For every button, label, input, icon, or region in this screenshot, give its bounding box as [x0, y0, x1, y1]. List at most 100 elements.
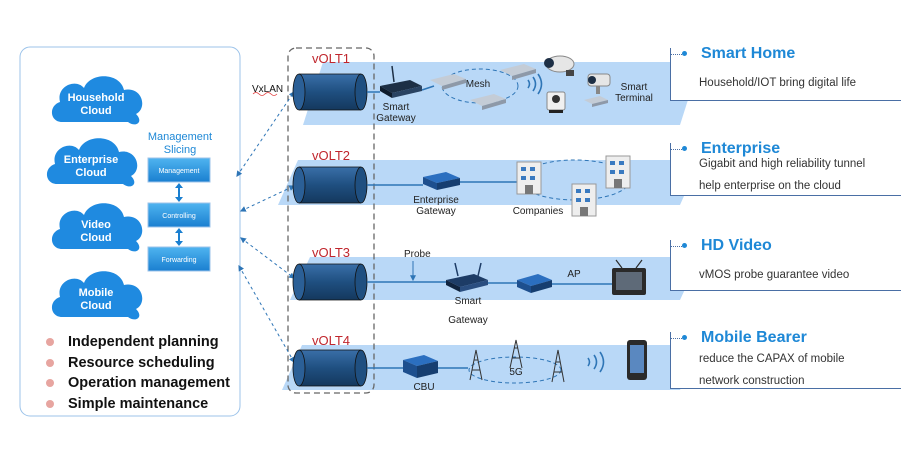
svg-text:AP: AP	[567, 269, 581, 280]
camera-icon	[544, 55, 575, 76]
mesh-node-icon	[430, 74, 466, 90]
device-icon	[584, 96, 608, 107]
svg-text:Controlling: Controlling	[162, 213, 196, 220]
svg-text:Terminal: Terminal	[615, 93, 653, 104]
volt-cylinder-icon	[292, 349, 368, 387]
cloud-label: Video	[81, 219, 111, 231]
vxlan-label: VxLAN	[252, 84, 283, 95]
volt-label: vOLT1	[312, 51, 350, 66]
cloud-icon	[51, 271, 143, 320]
bullet-icon	[46, 399, 54, 408]
bullet-icon	[46, 338, 54, 346]
cloud-label: Cloud	[80, 300, 111, 312]
svg-text:CBU: CBU	[413, 382, 434, 393]
panel-mobile-bearer: Mobile Bearer reduce the CAPAX of mobile…	[670, 329, 901, 389]
svg-text:5G: 5G	[509, 367, 523, 378]
svg-text:Companies: Companies	[513, 206, 564, 217]
svg-text:Enterprise: Enterprise	[413, 195, 459, 206]
lane1-devices: Smart Gateway Mesh Smart	[367, 55, 653, 124]
slicing-layer-management: Management	[147, 157, 211, 183]
wireless-signal-icon	[527, 73, 543, 95]
list-item: Simple maintenance	[44, 394, 230, 415]
access-point-icon	[517, 274, 552, 293]
list-item: Independent planning	[44, 332, 230, 353]
slicing-layer-forwarding: Forwarding	[147, 246, 211, 272]
svg-text:Gateway: Gateway	[376, 113, 415, 124]
svg-text:Forwarding: Forwarding	[161, 257, 196, 264]
bracket-line	[670, 246, 684, 261]
bullet-icon	[46, 358, 54, 367]
cloud-label: Enterprise	[64, 154, 118, 166]
cloud-icon	[46, 138, 138, 187]
volt-container	[287, 47, 375, 394]
dot-icon	[682, 51, 687, 56]
svg-text:Probe: Probe	[404, 249, 431, 260]
panel-enterprise: Enterprise Gigabit and high reliability …	[670, 140, 901, 196]
svg-text:Smart: Smart	[621, 82, 648, 93]
cloud-video: Video Cloud	[51, 203, 143, 252]
building-icon	[605, 155, 631, 189]
dot-icon	[682, 335, 687, 340]
panel-desc: Household/IOT bring digital life	[699, 77, 857, 89]
slicing-layer-controlling: Controlling	[147, 202, 211, 228]
cloud-label: Cloud	[80, 105, 111, 117]
bullet-icon	[46, 379, 54, 387]
svg-text:Gateway: Gateway	[416, 206, 455, 217]
volt-cylinder-icon	[292, 166, 368, 204]
svg-text:Smart: Smart	[383, 102, 410, 113]
panel-title: Smart Home	[701, 45, 796, 62]
list-item: Resource scheduling	[44, 353, 230, 374]
svg-text:Gateway: Gateway	[448, 315, 487, 326]
svg-text:Mesh: Mesh	[466, 79, 490, 90]
volt-label: vOLT2	[312, 148, 350, 163]
router-icon	[446, 262, 488, 292]
lane-hd-video	[290, 257, 700, 300]
slicing-title: Management	[148, 131, 212, 143]
smartphone-icon	[627, 340, 647, 380]
panel-title: Enterprise	[701, 140, 781, 157]
bracket-line	[670, 54, 684, 69]
volt-cylinder-icon	[292, 263, 368, 301]
dot-icon	[682, 146, 687, 151]
router-icon	[380, 65, 422, 98]
panel-smart-home: Smart Home Household/IOT bring digital l…	[670, 45, 901, 101]
cloud-icon	[51, 76, 143, 125]
dot-icon	[682, 243, 687, 248]
bracket-line	[670, 338, 684, 353]
enterprise-gateway-icon	[423, 172, 460, 190]
volt-cylinder-icon	[292, 73, 368, 111]
cloud-label: Mobile	[79, 287, 114, 299]
building-icon	[571, 183, 597, 217]
mesh-node-icon	[470, 94, 506, 110]
cloud-label: Household	[68, 92, 125, 104]
cloud-enterprise: Enterprise Cloud	[46, 138, 138, 187]
cloud-mobile: Mobile Cloud	[51, 271, 143, 320]
camera-icon	[587, 73, 611, 94]
panel-title: HD Video	[701, 237, 772, 254]
double-arrow-icon	[175, 228, 183, 246]
feature-list: Independent planning Resource scheduling…	[44, 332, 230, 414]
cloud-household: Household Cloud	[51, 76, 143, 125]
building-icon	[516, 161, 542, 195]
slicing-title: Slicing	[164, 144, 196, 156]
panel-title: Mobile Bearer	[701, 329, 807, 346]
bracket-line	[670, 149, 684, 164]
list-item: Operation management	[44, 373, 230, 394]
lane4-devices: CBU 5G	[367, 339, 647, 393]
svg-text:Smart: Smart	[455, 296, 482, 307]
panel-hd-video: HD Video vMOS probe guarantee video	[670, 237, 901, 291]
mesh-node-icon	[500, 64, 536, 80]
webcam-icon	[546, 91, 566, 113]
panel-desc: vMOS probe guarantee video	[699, 269, 850, 281]
svg-text:Management: Management	[159, 168, 200, 175]
lane3-devices: Probe Smart Gateway AP	[367, 249, 646, 326]
vxlan-links	[236, 91, 296, 364]
television-icon	[612, 259, 646, 295]
lane2-devices: Enterprise Gateway Companies	[367, 155, 631, 217]
cell-tower-icon	[469, 339, 565, 383]
double-arrow-icon	[175, 183, 183, 202]
cloud-label: Cloud	[75, 167, 106, 179]
cloud-label: Cloud	[80, 232, 111, 244]
